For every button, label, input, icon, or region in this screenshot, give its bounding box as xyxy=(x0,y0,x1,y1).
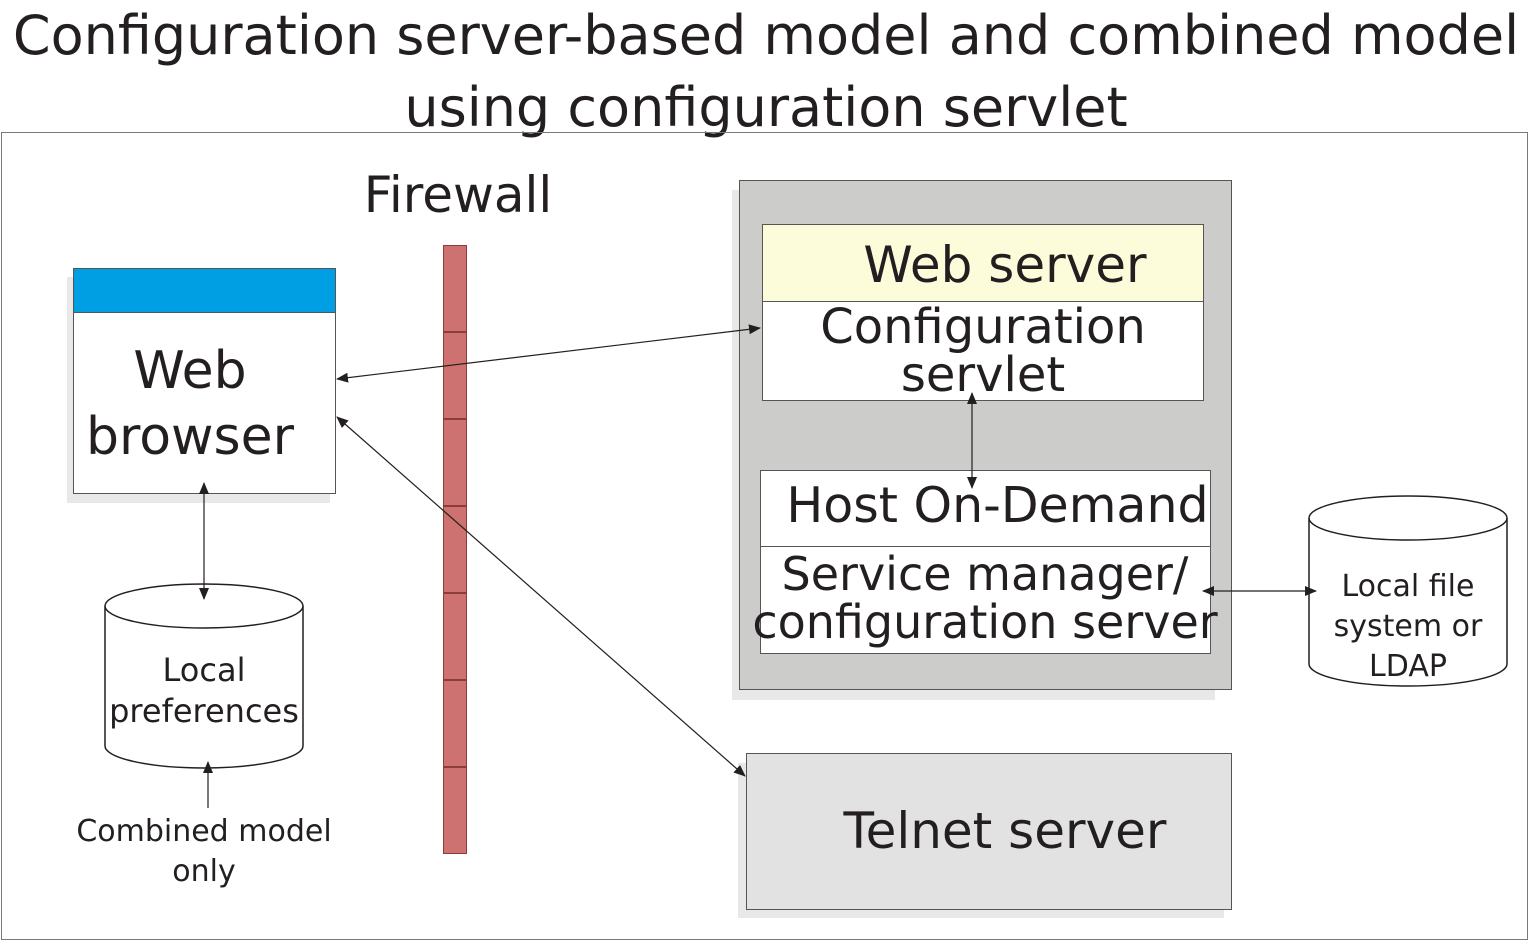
web-browser-label: Web browser xyxy=(0,338,380,470)
configuration-servlet-label-line-1: Configuration xyxy=(820,299,1146,355)
browser-servlet-connector xyxy=(336,324,761,383)
service-manager-label-line-1: Service manager/ xyxy=(781,547,1189,601)
diagram-frame xyxy=(1,132,1528,940)
web-browser-label-line-2: browser xyxy=(85,407,295,467)
configuration-servlet-label: Configuration servlet xyxy=(762,303,1204,399)
web-server-label: Web server xyxy=(863,236,1147,294)
storage-database-icon xyxy=(1308,495,1508,687)
telnet-server-label: Telnet server xyxy=(843,802,1167,860)
service-manager-label-line-2: configuration server xyxy=(752,595,1218,649)
storage-label-line-2: system or xyxy=(1333,609,1483,644)
combined-model-note: Combined model only xyxy=(54,812,354,892)
storage-label: Local file system or LDAP xyxy=(1309,567,1507,687)
browser-telnet-connector xyxy=(336,416,746,777)
host-on-demand-box xyxy=(760,470,1211,654)
browser-title-bar xyxy=(74,269,335,313)
firewall-brick xyxy=(443,245,467,332)
host-on-demand-divider xyxy=(761,546,1210,547)
diagram-title-line-2: using configuration servlet xyxy=(404,76,1128,139)
storage-label-line-3: LDAP xyxy=(1369,649,1447,684)
local-preferences-label-line-1: Local xyxy=(162,651,246,689)
web-server-header-band xyxy=(763,225,1203,302)
storage-label-line-1: Local file xyxy=(1341,569,1475,604)
diagram-title: Configuration server-based model and com… xyxy=(0,0,1532,144)
configuration-servlet-label-line-2: servlet xyxy=(900,347,1066,403)
telnet-server-box xyxy=(746,753,1232,910)
host-on-demand-label: Host On-Demand xyxy=(786,477,1209,534)
firewall-brick xyxy=(443,767,467,854)
local-preferences-label-line-2: preferences xyxy=(109,692,299,730)
service-manager-label: Service manager/ configuration server xyxy=(740,550,1230,646)
web-browser-window xyxy=(73,268,336,494)
combined-model-note-line-1: Combined model xyxy=(76,814,332,849)
combined-model-note-line-2: only xyxy=(172,854,236,889)
diagram-title-line-1: Configuration server-based model and com… xyxy=(12,4,1520,67)
web-browser-label-line-1: Web xyxy=(133,341,247,401)
local-preferences-database-icon xyxy=(104,583,304,769)
firewall-label: Firewall xyxy=(363,166,553,224)
local-preferences-label: Local preferences xyxy=(105,650,303,732)
